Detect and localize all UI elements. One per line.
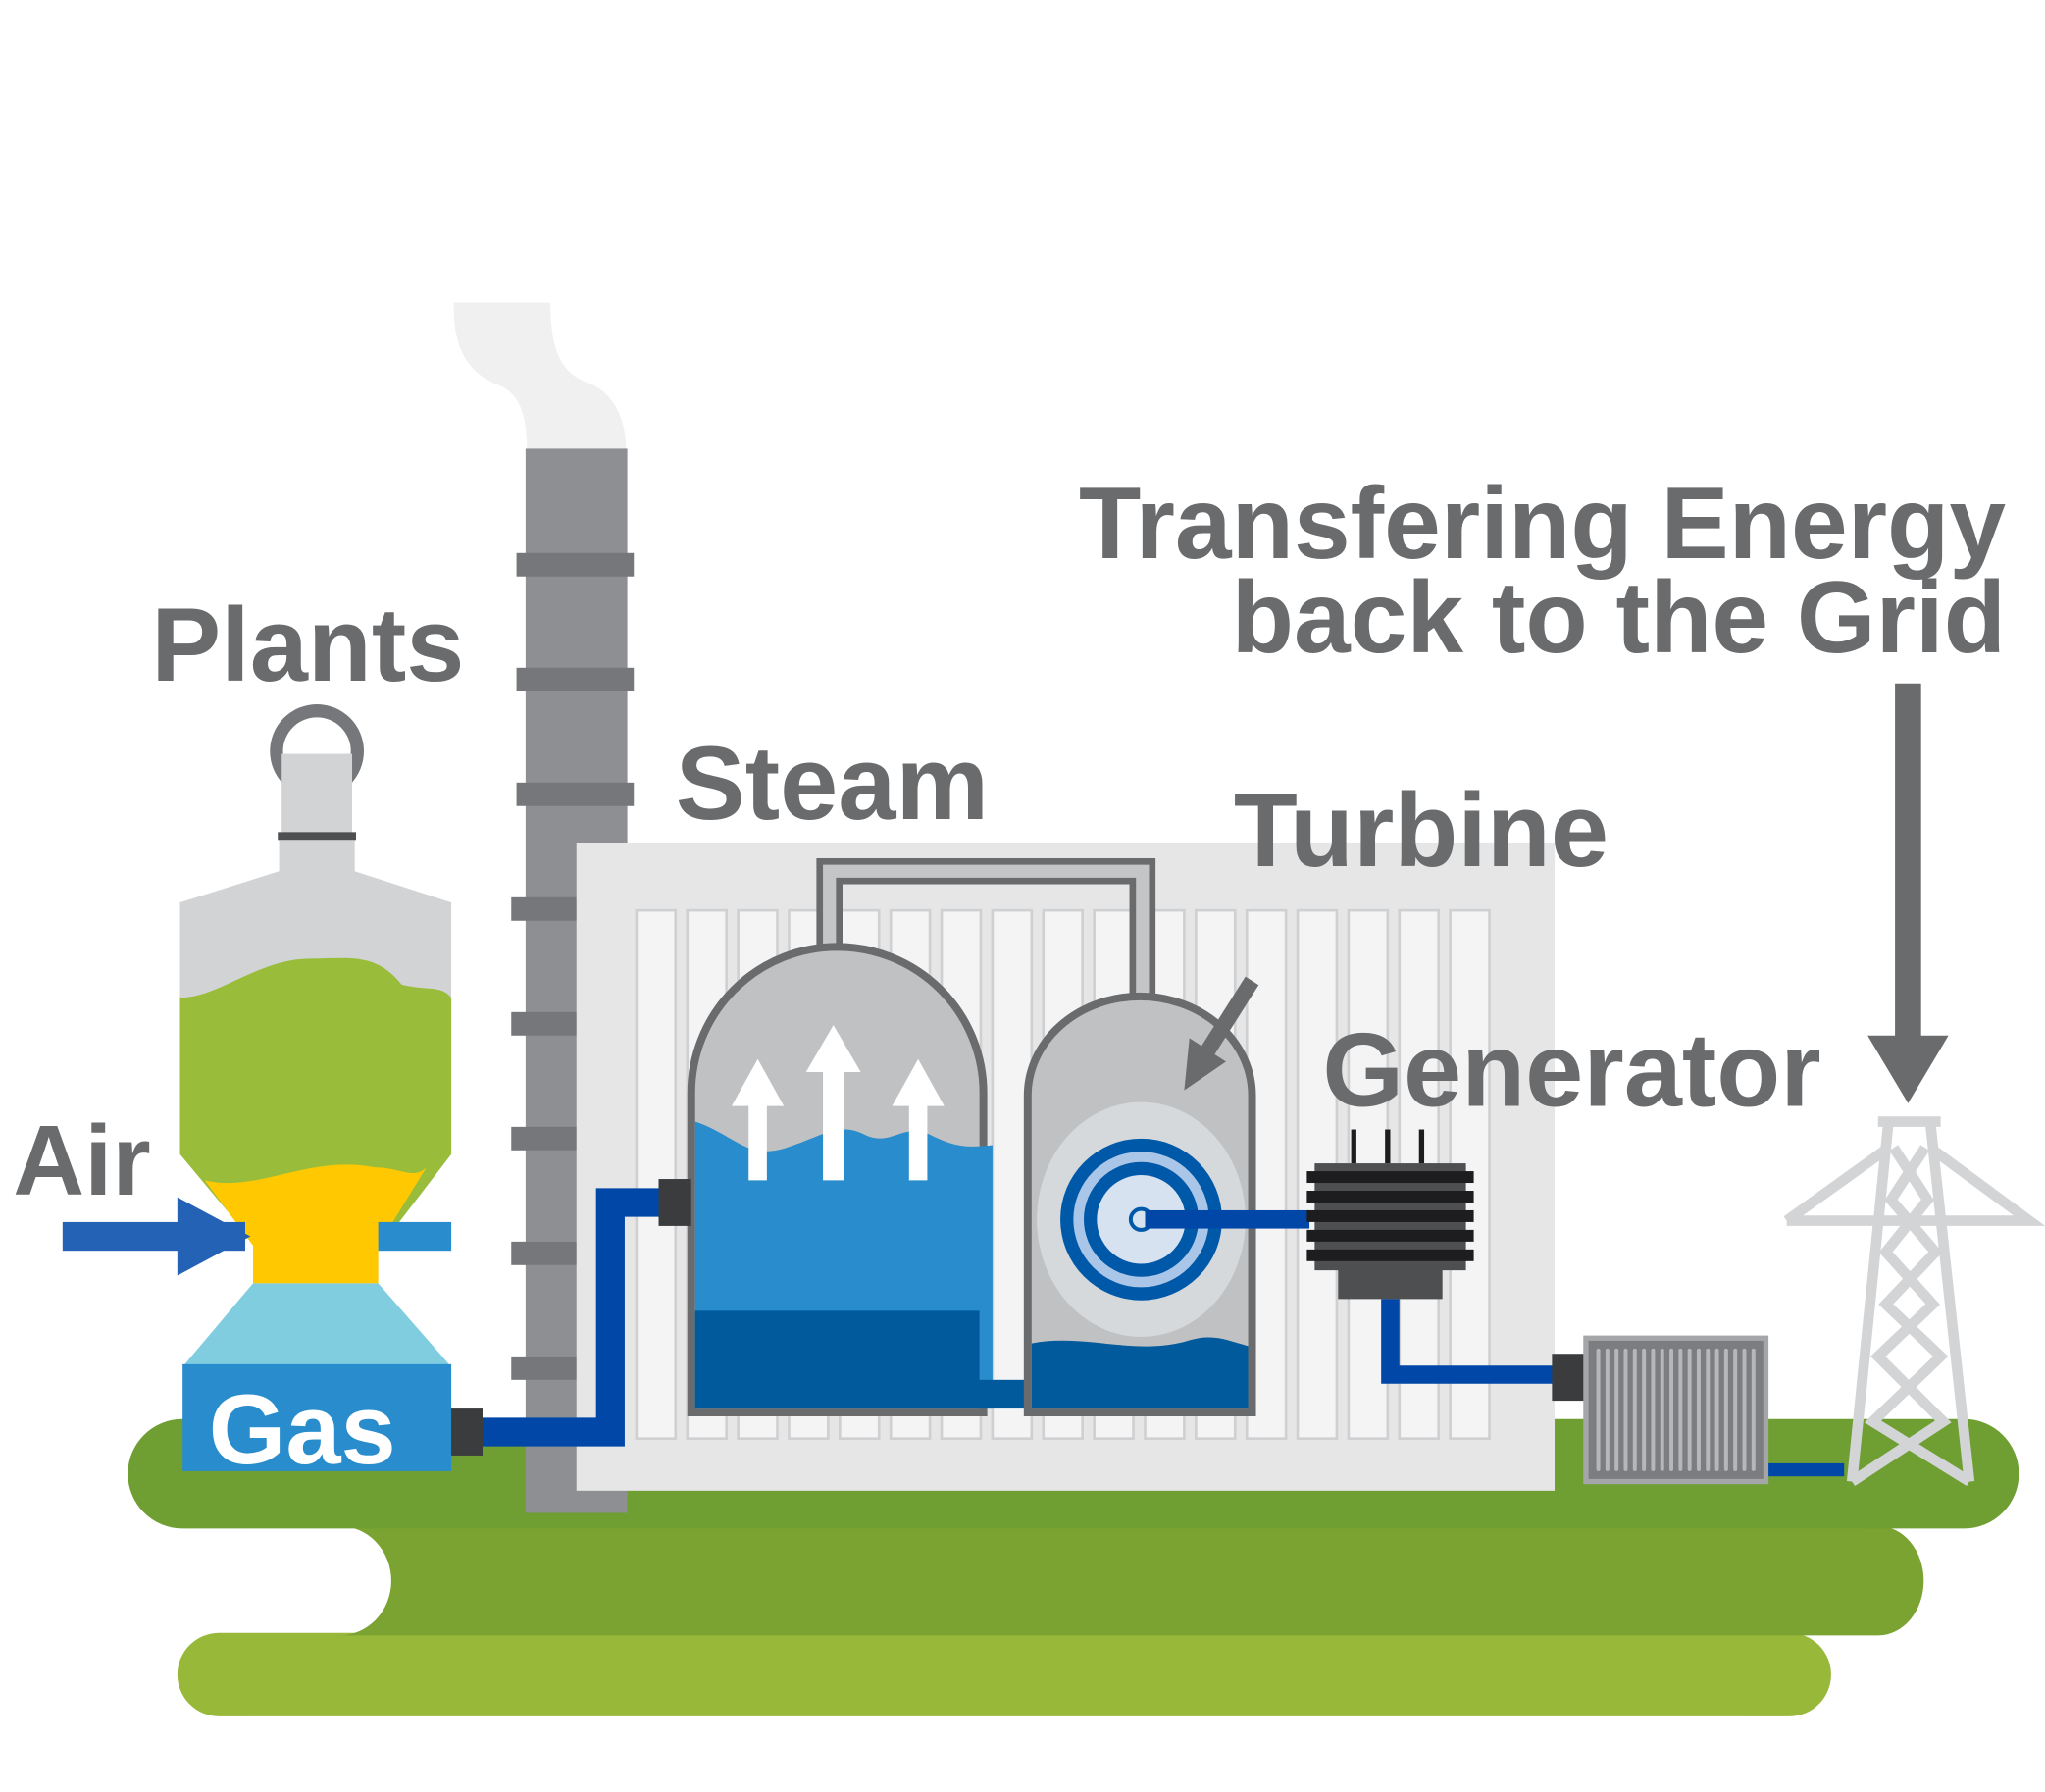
ground-band-bottom (177, 1632, 1831, 1716)
label-grid-line2: back to the Grid (1232, 560, 2006, 674)
transformer-fin (1678, 1348, 1683, 1471)
transformer-fin (1632, 1348, 1637, 1471)
transformer-fin (1660, 1348, 1664, 1471)
transformer-fin (1651, 1348, 1656, 1471)
label-gas: Gas (209, 1375, 396, 1485)
pipe-coupler (448, 1408, 483, 1456)
power-cable (1381, 1299, 1560, 1384)
radiator-fin (635, 908, 678, 1440)
turbine-tank (1023, 992, 1256, 1417)
steam-up-arrows (731, 1025, 945, 1181)
transformer-fin (1742, 1348, 1747, 1471)
arrow-up-icon (892, 1058, 945, 1181)
transformer-fin (1696, 1348, 1701, 1471)
transformer-fin (1723, 1348, 1728, 1471)
label-turbine: Turbine (1234, 772, 1609, 889)
arrow-up-icon (731, 1058, 785, 1181)
generator (1306, 1129, 1474, 1300)
transformer-fin (1733, 1348, 1738, 1471)
connector-water (978, 1379, 1034, 1409)
transformer-fin (1687, 1348, 1692, 1471)
turbine-pointer-arrow (1196, 976, 1259, 1063)
transformer-fin (1596, 1348, 1601, 1471)
gas-tank (182, 1363, 452, 1471)
transformer-fin (1669, 1348, 1674, 1471)
smoke (453, 302, 627, 449)
boiler-tank (687, 943, 993, 1417)
shaft (1145, 1209, 1310, 1229)
transformer (1583, 1335, 1769, 1485)
transformer-fin (1642, 1348, 1647, 1471)
pipe-coupler (658, 1179, 691, 1226)
cable-coupler (1552, 1354, 1589, 1402)
transformer-fin (1623, 1348, 1628, 1471)
label-grid-line1: Transfering Energy (1079, 466, 2006, 580)
label-generator: Generator (1322, 1012, 1820, 1129)
grid-cable (1763, 1462, 1845, 1477)
transformer-fin (1706, 1348, 1711, 1471)
gas-pipe (465, 1188, 668, 1447)
label-steam: Steam (676, 725, 989, 842)
label-air: Air (13, 1106, 150, 1216)
transformer-fin (1751, 1348, 1756, 1471)
flame (204, 1164, 427, 1284)
transmission-tower (1783, 1116, 2045, 1487)
transformer-fin (1605, 1348, 1610, 1471)
plant-digester (179, 704, 452, 1471)
air-arrow-icon (177, 1197, 251, 1276)
arrow-up-icon (805, 1025, 861, 1181)
plant-matter (179, 957, 452, 1233)
ground-band-middle (338, 1525, 1924, 1636)
transformer-fin (1614, 1348, 1619, 1471)
label-plants: Plants (151, 587, 464, 703)
transformer-fin (1714, 1348, 1719, 1471)
